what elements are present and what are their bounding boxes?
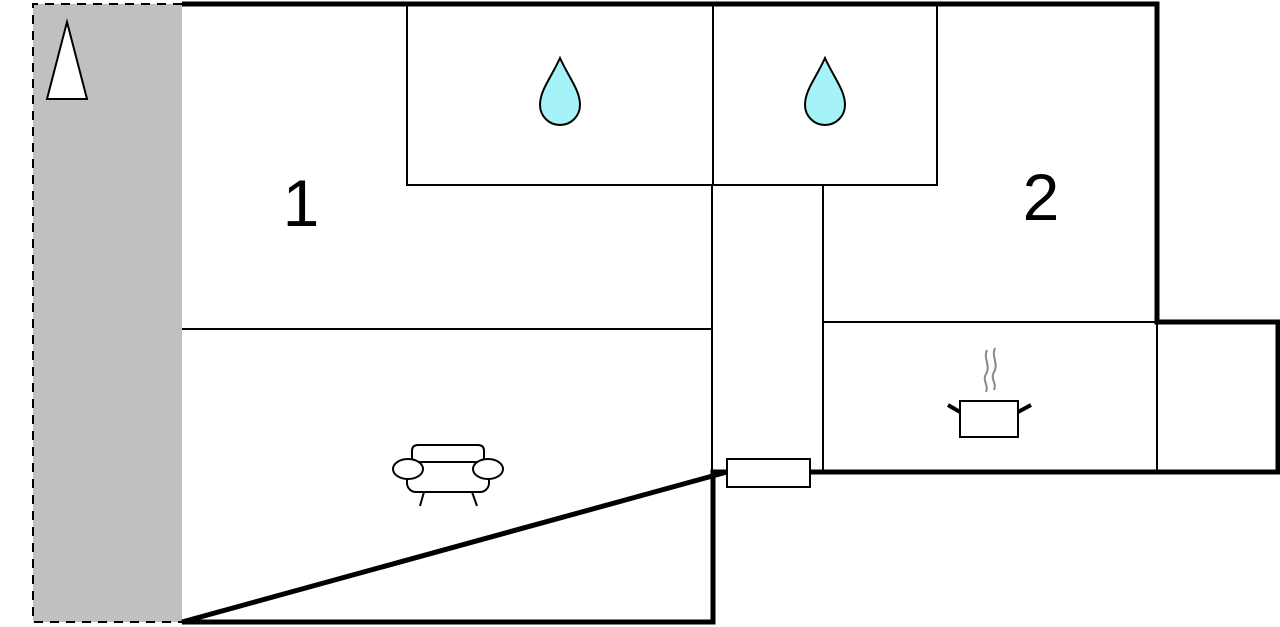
room-label-1: 1 <box>283 166 320 240</box>
interior-walls <box>182 4 1158 472</box>
water-drop-icon <box>803 55 847 126</box>
cooking-pot-icon <box>946 347 1032 438</box>
water-drop-icon <box>538 55 582 126</box>
room-label-2: 2 <box>1023 160 1060 234</box>
terrace-area <box>33 4 182 622</box>
sofa-icon <box>392 444 504 507</box>
north-arrow-icon <box>45 18 89 100</box>
exterior-walls <box>181 1 1280 625</box>
door-icon <box>726 458 811 488</box>
terrace <box>32 3 182 623</box>
